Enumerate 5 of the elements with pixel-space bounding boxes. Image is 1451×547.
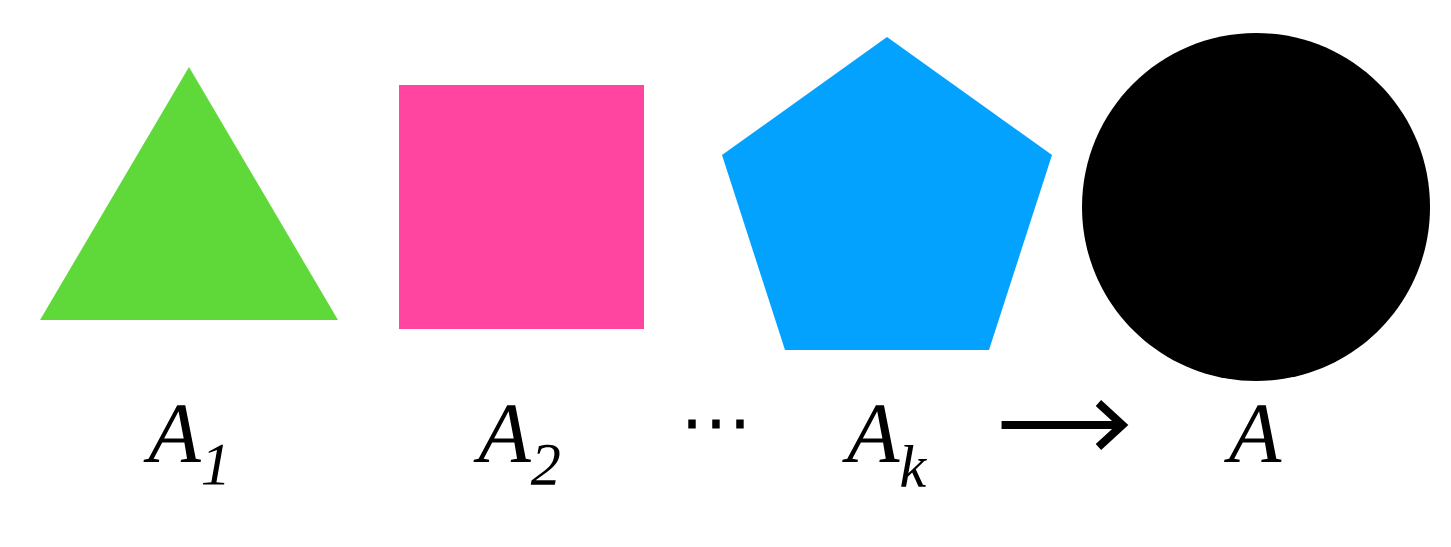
ellipsis: ⋯ <box>688 419 744 429</box>
shape-label: A <box>1224 405 1282 462</box>
shape-label: A$_{1}$ <box>143 405 225 485</box>
shape-label: A$_{2}$ <box>473 405 560 485</box>
shape-label: A$_{k}$ <box>842 405 927 487</box>
